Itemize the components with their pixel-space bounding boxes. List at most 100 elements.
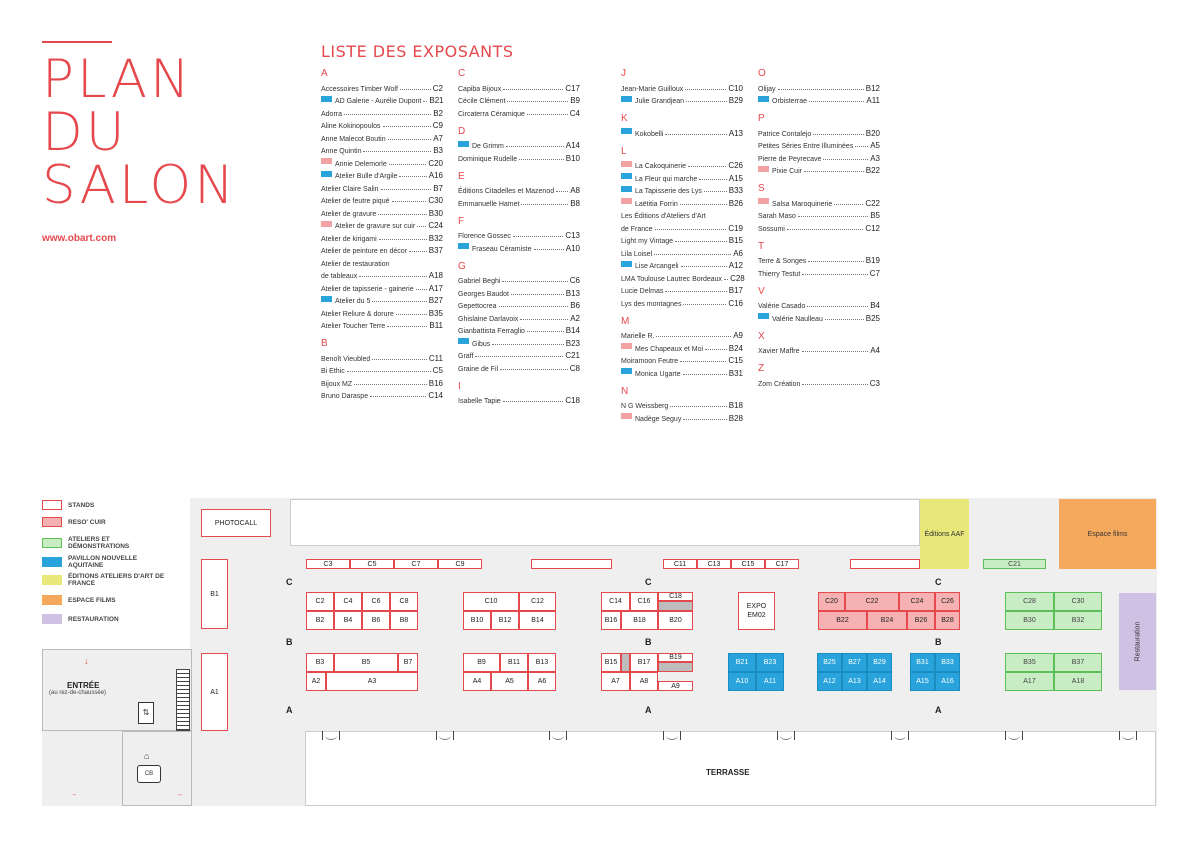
stand-a18[interactable]: A18 <box>1054 672 1102 691</box>
stand-c5[interactable]: C5 <box>350 559 394 569</box>
stand-a1[interactable]: A1 <box>201 653 228 731</box>
photocall-stand[interactable]: PHOTOCALL <box>201 509 271 537</box>
stand-c15[interactable]: C15 <box>731 559 765 569</box>
stand-b25[interactable]: B25 <box>817 653 842 672</box>
stand-a6[interactable]: A6 <box>528 672 556 691</box>
stand-b24[interactable]: B24 <box>867 611 907 630</box>
stand-a17[interactable]: A17 <box>1005 672 1054 691</box>
stand-b18[interactable]: B18 <box>621 611 658 630</box>
stand-c3[interactable]: C3 <box>306 559 350 569</box>
stand-c6[interactable]: C6 <box>362 592 390 611</box>
stand-a15[interactable]: A15 <box>910 672 935 691</box>
stand-b10[interactable]: B10 <box>463 611 491 630</box>
stand-a5[interactable]: A5 <box>491 672 528 691</box>
stand-c17[interactable]: C17 <box>765 559 799 569</box>
espace-films-zone[interactable]: Espace films <box>1059 499 1156 569</box>
stand-a16[interactable]: A16 <box>935 672 960 691</box>
stand-c30[interactable]: C30 <box>1054 592 1102 611</box>
exhibitor-row[interactable]: Marielle R.A9 <box>621 328 743 340</box>
stand-b31[interactable]: B31 <box>910 653 935 672</box>
stand-b11[interactable]: B11 <box>500 653 528 672</box>
stand-c14[interactable]: C14 <box>601 592 630 611</box>
stand-c26[interactable]: C26 <box>935 592 960 611</box>
stand-b22[interactable]: B22 <box>818 611 867 630</box>
stand-c7[interactable]: C7 <box>394 559 438 569</box>
stand-a13[interactable]: A13 <box>842 672 867 691</box>
stand-b2[interactable]: B2 <box>306 611 334 630</box>
stand-b8[interactable]: B8 <box>390 611 418 630</box>
exhibitor-row[interactable]: Atelier de restauration <box>321 255 443 268</box>
stand-b30[interactable]: B30 <box>1005 611 1054 630</box>
stand-b21[interactable]: B21 <box>728 653 756 672</box>
stand-c20[interactable]: C20 <box>818 592 845 611</box>
stand-b7[interactable]: B7 <box>398 653 418 672</box>
stand-b13[interactable]: B13 <box>528 653 556 672</box>
stand-a2[interactable]: A2 <box>306 672 326 691</box>
stand-b37[interactable]: B37 <box>1054 653 1102 672</box>
stand-b9[interactable]: B9 <box>463 653 500 672</box>
editions-aaf-zone[interactable]: Éditions AAF <box>920 499 969 569</box>
stand-b1[interactable]: B1 <box>201 559 228 629</box>
stand-b3[interactable]: B3 <box>306 653 334 672</box>
stand-a3[interactable]: A3 <box>326 672 418 691</box>
stand-b14[interactable]: B14 <box>519 611 556 630</box>
stand-c11[interactable]: C11 <box>663 559 697 569</box>
stand-b33[interactable]: B33 <box>935 653 960 672</box>
expo-em02-stand[interactable]: EXPO EM02 <box>738 592 775 630</box>
stand-c10[interactable]: C10 <box>463 592 519 611</box>
stand-b28[interactable]: B28 <box>935 611 960 630</box>
stand-b32[interactable]: B32 <box>1054 611 1102 630</box>
stand-c9[interactable]: C9 <box>438 559 482 569</box>
